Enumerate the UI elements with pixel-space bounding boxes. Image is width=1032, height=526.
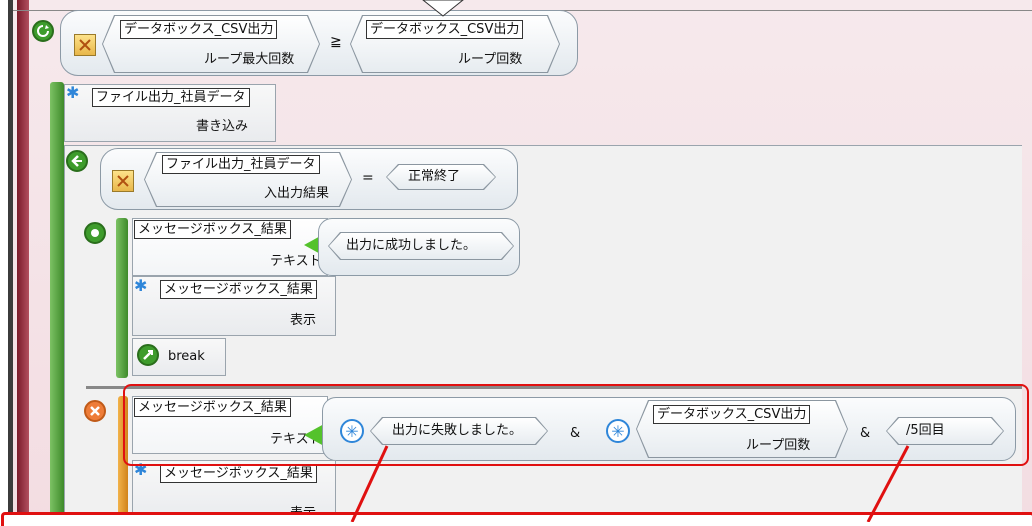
if-operator: = [362, 170, 374, 186]
assign-arrow-icon-2 [304, 424, 324, 446]
loop-operator: ≧ [330, 34, 342, 50]
loop-block-rail [17, 0, 29, 522]
if-branch-icon[interactable] [66, 150, 88, 172]
compare-icon [74, 34, 96, 56]
success-show-method: 表示 [290, 313, 317, 328]
editor-left-border [8, 0, 13, 522]
top-pointer-triangle [422, 0, 464, 17]
loop-body-rail [50, 82, 64, 522]
concat-operator-1: & [570, 426, 581, 441]
success-show-object[interactable]: メッセージボックス_結果 [160, 280, 317, 299]
failure-part2-property: ループ回数 [746, 438, 811, 453]
write-object[interactable]: ファイル出力_社員データ [92, 88, 250, 107]
success-value-text: 出力に成功しました。 [346, 238, 477, 253]
success-branch-icon[interactable] [84, 222, 106, 244]
highlight-rectangle [123, 384, 1029, 466]
annotation-pointer-2 [866, 445, 910, 522]
loop-right-object[interactable]: データボックス_CSV出力 [366, 20, 524, 39]
compare-icon-2 [112, 170, 134, 192]
failure-part3-chip[interactable] [886, 417, 1004, 445]
annotation-pointer-1 [350, 445, 389, 522]
write-method: 書き込み [196, 119, 249, 134]
branch-divider [86, 386, 1022, 389]
loop-icon[interactable] [32, 20, 54, 42]
if-left-property: 入出力結果 [264, 186, 330, 201]
concat-operator-2: & [860, 426, 871, 441]
success-branch-rail [116, 218, 128, 378]
method-gear-icon-2: ✱ [134, 276, 148, 295]
if-left-object[interactable]: ファイル出力_社員データ [162, 155, 320, 174]
concat-icon: ✳ [340, 419, 364, 443]
failure-assign-object[interactable]: メッセージボックス_結果 [134, 398, 291, 417]
failure-part3-text: /5回目 [906, 423, 945, 438]
success-assign-object[interactable]: メッセージボックス_結果 [134, 220, 291, 239]
concat-icon-2: ✳ [606, 419, 630, 443]
loop-right-property: ループ回数 [458, 52, 523, 67]
success-assign-property: テキスト [270, 254, 322, 269]
break-icon [137, 344, 159, 366]
break-label: break [168, 349, 205, 364]
loop-left-object[interactable]: データボックス_CSV出力 [120, 20, 278, 39]
failure-part1-chip[interactable] [370, 417, 548, 445]
if-right-value: 正常終了 [408, 169, 461, 184]
failure-part2-object[interactable]: データボックス_CSV出力 [653, 405, 811, 424]
failure-branch-icon[interactable] [84, 400, 106, 422]
loop-left-property: ループ最大回数 [204, 52, 295, 67]
failure-part1-text: 出力に失敗しました。 [392, 423, 523, 438]
method-gear-icon: ✱ [66, 83, 80, 102]
if-right-operand[interactable] [386, 164, 496, 190]
success-value-chip[interactable] [328, 232, 514, 260]
